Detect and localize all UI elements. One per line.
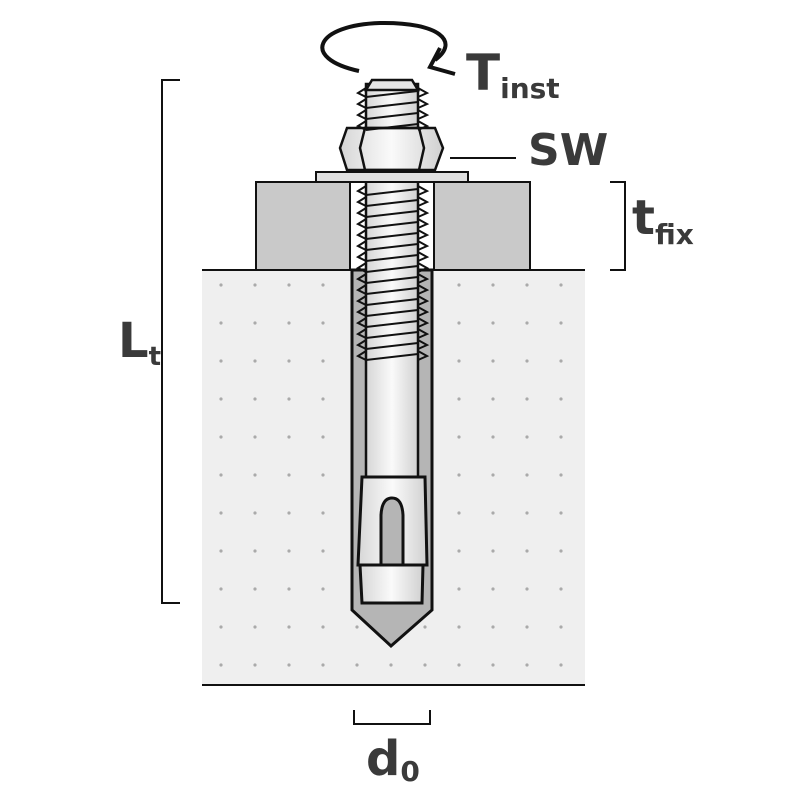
length-bracket xyxy=(161,79,180,604)
thread-turn xyxy=(355,350,430,361)
expansion-sleeve xyxy=(356,475,429,605)
fixture-left xyxy=(255,181,351,271)
fixture-right xyxy=(433,181,531,271)
thread-turn xyxy=(355,120,430,131)
thread-turn xyxy=(355,229,430,240)
thread-turn xyxy=(355,306,430,317)
thread-turn xyxy=(355,284,430,295)
thread-turn xyxy=(355,262,430,273)
thread-turn xyxy=(355,295,430,306)
hex-nut xyxy=(338,126,445,172)
thread-turn xyxy=(355,87,430,98)
thread-turn xyxy=(355,109,430,120)
thread-turn xyxy=(355,218,430,229)
fixture-thickness-label: tfix xyxy=(632,190,694,251)
thread-turn xyxy=(355,240,430,251)
thread-turn xyxy=(355,207,430,218)
thread-turn xyxy=(355,196,430,207)
thread-turn xyxy=(355,251,430,262)
diameter-bracket xyxy=(353,710,431,725)
thread-turn xyxy=(355,339,430,350)
wrench-size-label: SW xyxy=(528,125,608,176)
bolt-threads xyxy=(355,87,430,361)
thread-turn xyxy=(355,328,430,339)
washer xyxy=(315,171,469,183)
fixture-thickness-bracket xyxy=(610,181,626,271)
torque-arrow-icon xyxy=(320,20,456,76)
drill-diameter-label: d0 xyxy=(366,731,420,788)
thread-turn xyxy=(355,98,430,109)
thread-turn xyxy=(355,273,430,284)
thread-turn xyxy=(355,185,430,196)
thread-turn xyxy=(355,317,430,328)
total-length-label: Lt xyxy=(118,313,161,372)
torque-label: Tinst xyxy=(466,44,560,105)
